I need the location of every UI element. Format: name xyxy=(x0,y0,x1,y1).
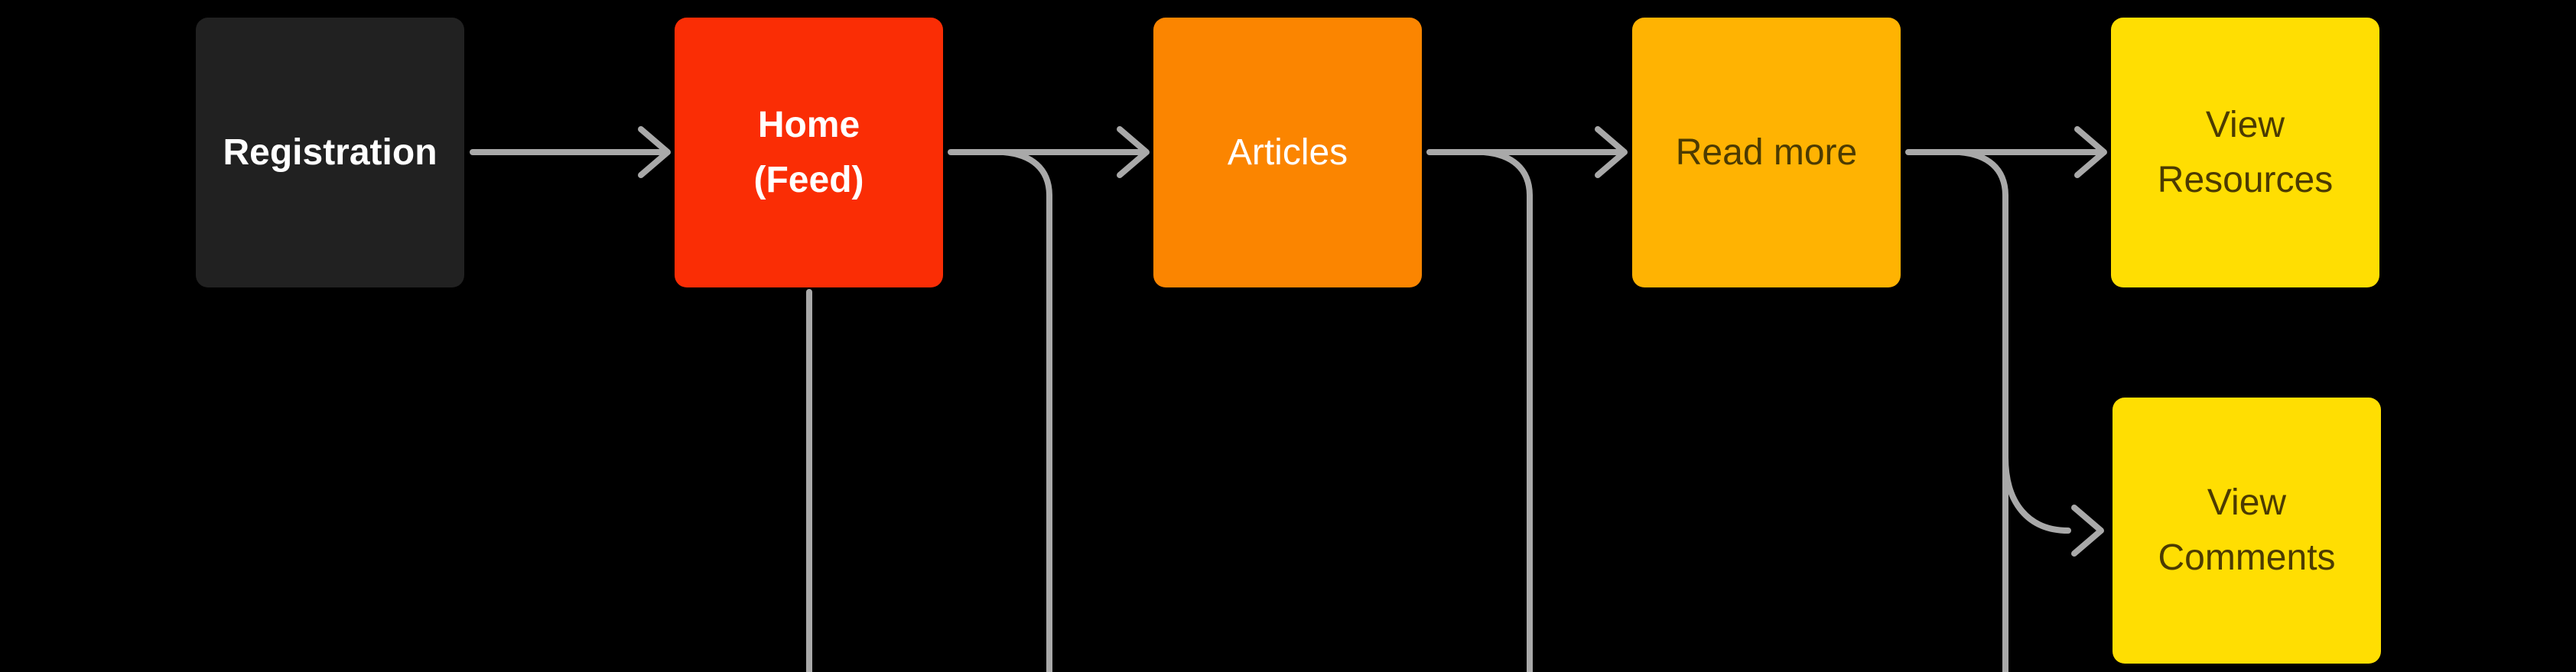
arrowhead-articles-to-read-more xyxy=(1595,126,1628,178)
node-view-comments[interactable]: View Comments xyxy=(2113,398,2381,664)
node-registration-label: Registration xyxy=(223,131,437,173)
node-registration[interactable]: Registration xyxy=(196,18,464,287)
connector-home-articles-branch-down[interactable] xyxy=(1000,149,1052,672)
node-read-more-label: Read more xyxy=(1675,131,1858,173)
node-home-feed-label-line2: (Feed) xyxy=(753,159,864,200)
arrowhead-read-more-to-view-comments xyxy=(2071,505,2104,557)
node-view-resources-label-line1: View xyxy=(2205,104,2285,145)
node-articles[interactable]: Articles xyxy=(1153,18,1422,287)
node-view-resources-label-line2: Resources xyxy=(2157,159,2334,200)
connector-read-more-branch-down[interactable] xyxy=(1956,149,2008,672)
node-articles-label: Articles xyxy=(1227,131,1348,173)
node-view-comments-label-line2: Comments xyxy=(2158,537,2336,578)
arrowhead-read-more-to-view-resources xyxy=(2074,126,2107,178)
arrowhead-home-to-articles xyxy=(1117,126,1150,178)
connector-articles-branch-down[interactable] xyxy=(1481,149,1533,672)
node-home-feed[interactable]: Home (Feed) xyxy=(675,18,943,287)
node-view-comments-label-line1: View xyxy=(2207,482,2287,523)
connector-read-more-to-view-comments[interactable] xyxy=(2002,454,2071,534)
node-view-resources[interactable]: View Resources xyxy=(2111,18,2379,287)
node-read-more[interactable]: Read more xyxy=(1632,18,1901,287)
arrowhead-registration-to-home xyxy=(638,126,671,178)
node-home-feed-label-line1: Home xyxy=(757,104,860,145)
